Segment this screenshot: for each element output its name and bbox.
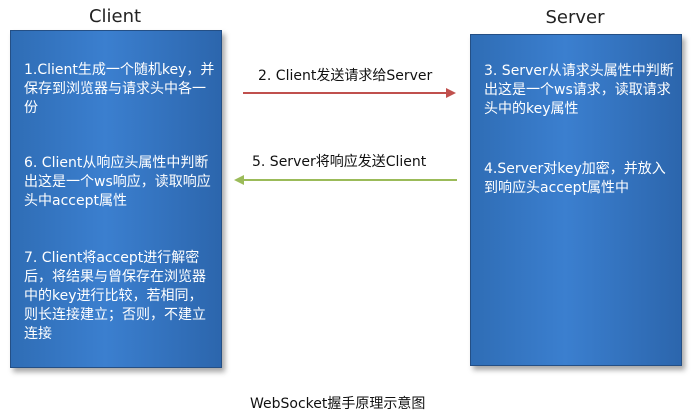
client-step-6: 6. Client从响应头属性中判断出这是一个ws响应，读取响应头中accept…	[24, 155, 211, 209]
server-step-3: 3. Server从请求头属性中判断出这是一个ws请求，读取请求头中的key属性	[484, 63, 674, 117]
request-arrow-label: 2. Client发送请求给Server	[258, 68, 433, 84]
response-arrow	[234, 175, 457, 185]
diagram-caption: WebSocket握手原理示意图	[250, 396, 426, 412]
server-panel: 3. Server从请求头属性中判断出这是一个ws请求，读取请求头中的key属性…	[470, 34, 682, 366]
client-step-1: 1.Client生成一个随机key，并保存到浏览器与请求头中各一份	[24, 62, 215, 116]
client-panel: 1.Client生成一个随机key，并保存到浏览器与请求头中各一份 6. Cli…	[10, 30, 222, 368]
response-arrow-label: 5. Server将响应发送Client	[252, 154, 427, 170]
request-arrow	[243, 88, 456, 98]
server-title: Server	[545, 7, 605, 28]
server-step-4: 4.Server对key加密，并放入到响应头accept属性中	[484, 161, 666, 196]
client-title: Client	[88, 6, 142, 27]
client-step-7: 7. Client将accept进行解密后，将结果与曾保存在浏览器中的key进行…	[24, 250, 206, 342]
